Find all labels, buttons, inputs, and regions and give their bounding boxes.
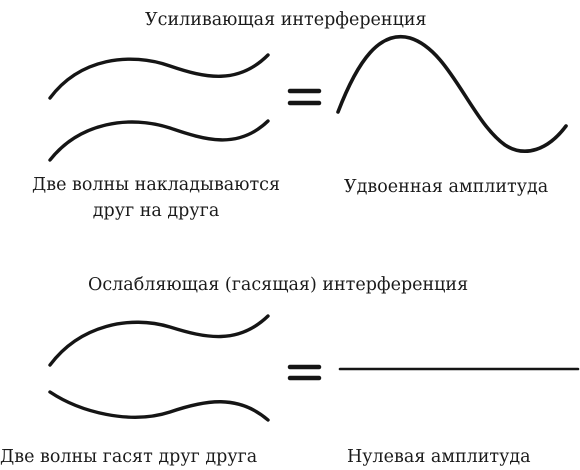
destructive-caption-right: Нулевая амплитуда <box>347 447 531 467</box>
constructive-caption-right: Удвоенная амплитуда <box>344 177 549 197</box>
destructive-wave-bottom <box>48 390 270 422</box>
destructive-equals-sign <box>287 364 322 381</box>
destructive-caption-left: Две волны гасят друг друга <box>0 447 258 467</box>
constructive-caption-left-line2: друг на друга <box>92 201 220 221</box>
doubled-amplitude-wave <box>336 34 568 153</box>
constructive-caption-left-line1: Две волны накладываются <box>32 175 280 195</box>
constructive-caption-left: Две волны накладываются друг на друга <box>0 174 312 222</box>
constructive-title: Усиливающая интерференция <box>145 10 427 30</box>
constructive-wave-bottom <box>48 119 270 162</box>
destructive-section <box>48 314 580 422</box>
constructive-equals-sign <box>287 88 322 106</box>
destructive-wave-top <box>48 314 270 367</box>
constructive-wave-top <box>48 53 270 100</box>
destructive-title: Ослабляющая (гасящая) интерференция <box>88 275 469 295</box>
constructive-section <box>48 34 568 162</box>
